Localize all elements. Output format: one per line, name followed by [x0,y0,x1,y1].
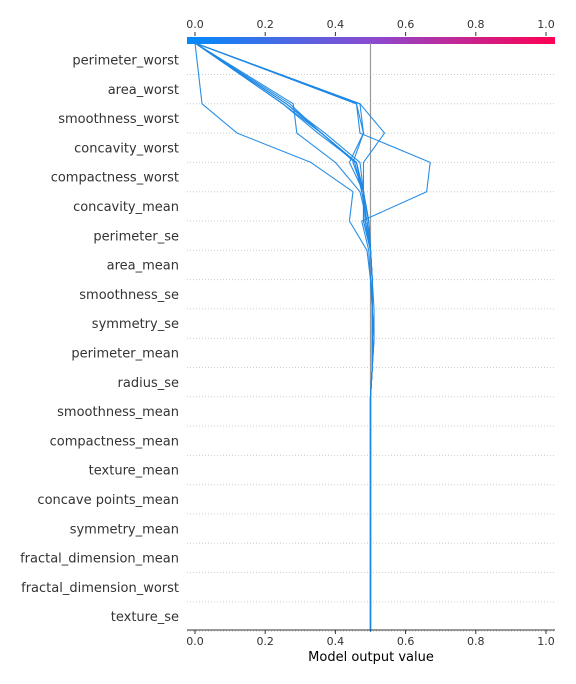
feature-label: smoothness_se [79,288,179,303]
bottom-tick-label: 0.6 [397,635,415,648]
feature-label: fractal_dimension_mean [20,552,179,567]
feature-label: perimeter_se [93,229,179,244]
feature-label: radius_se [118,376,179,391]
bottom-tick-label: 0.2 [256,635,274,648]
feature-label: concavity_worst [74,141,179,156]
bottom-tick-label: 1.0 [537,635,555,648]
top-tick-label: 0.8 [467,18,485,31]
feature-label: concave points_mean [37,493,179,508]
feature-labels: perimeter_worst area_worst smoothness_wors… [20,54,179,626]
decision-line [194,42,375,632]
feature-label: area_mean [107,259,179,274]
feature-label: smoothness_mean [57,405,179,420]
feature-label: symmetry_se [92,317,179,332]
feature-label: compactness_mean [50,434,179,449]
feature-label: symmetry_mean [70,522,179,537]
decision-line [194,42,375,632]
bottom-axis: 0.0 0.2 0.4 0.6 0.8 1.0 [186,629,555,648]
top-axis: 0.0 0.2 0.4 0.6 0.8 1.0 [186,18,555,36]
feature-label: perimeter_worst [72,54,179,69]
top-tick-label: 0.4 [327,18,345,31]
top-tick-label: 0.2 [256,18,274,31]
feature-label: smoothness_worst [58,112,179,127]
decision-line [194,42,373,632]
colorbar [187,37,555,44]
colorbar-strip [187,37,555,44]
feature-label: area_worst [108,83,179,98]
feature-label: fractal_dimension_worst [21,581,179,596]
feature-label: concavity_mean [73,200,179,215]
decision-lines [194,42,431,632]
feature-label: perimeter_mean [71,347,179,362]
feature-label: compactness_worst [51,171,179,186]
top-tick-label: 0.0 [186,18,204,31]
top-tick-label: 0.6 [397,18,415,31]
top-tick-label: 1.0 [537,18,555,31]
bottom-tick-label: 0.4 [327,635,345,648]
feature-label: texture_se [111,610,179,625]
feature-label: texture_mean [89,464,179,479]
bottom-tick-label: 0.8 [467,635,485,648]
bottom-tick-label: 0.0 [186,635,204,648]
x-axis-label: Model output value [308,650,434,665]
